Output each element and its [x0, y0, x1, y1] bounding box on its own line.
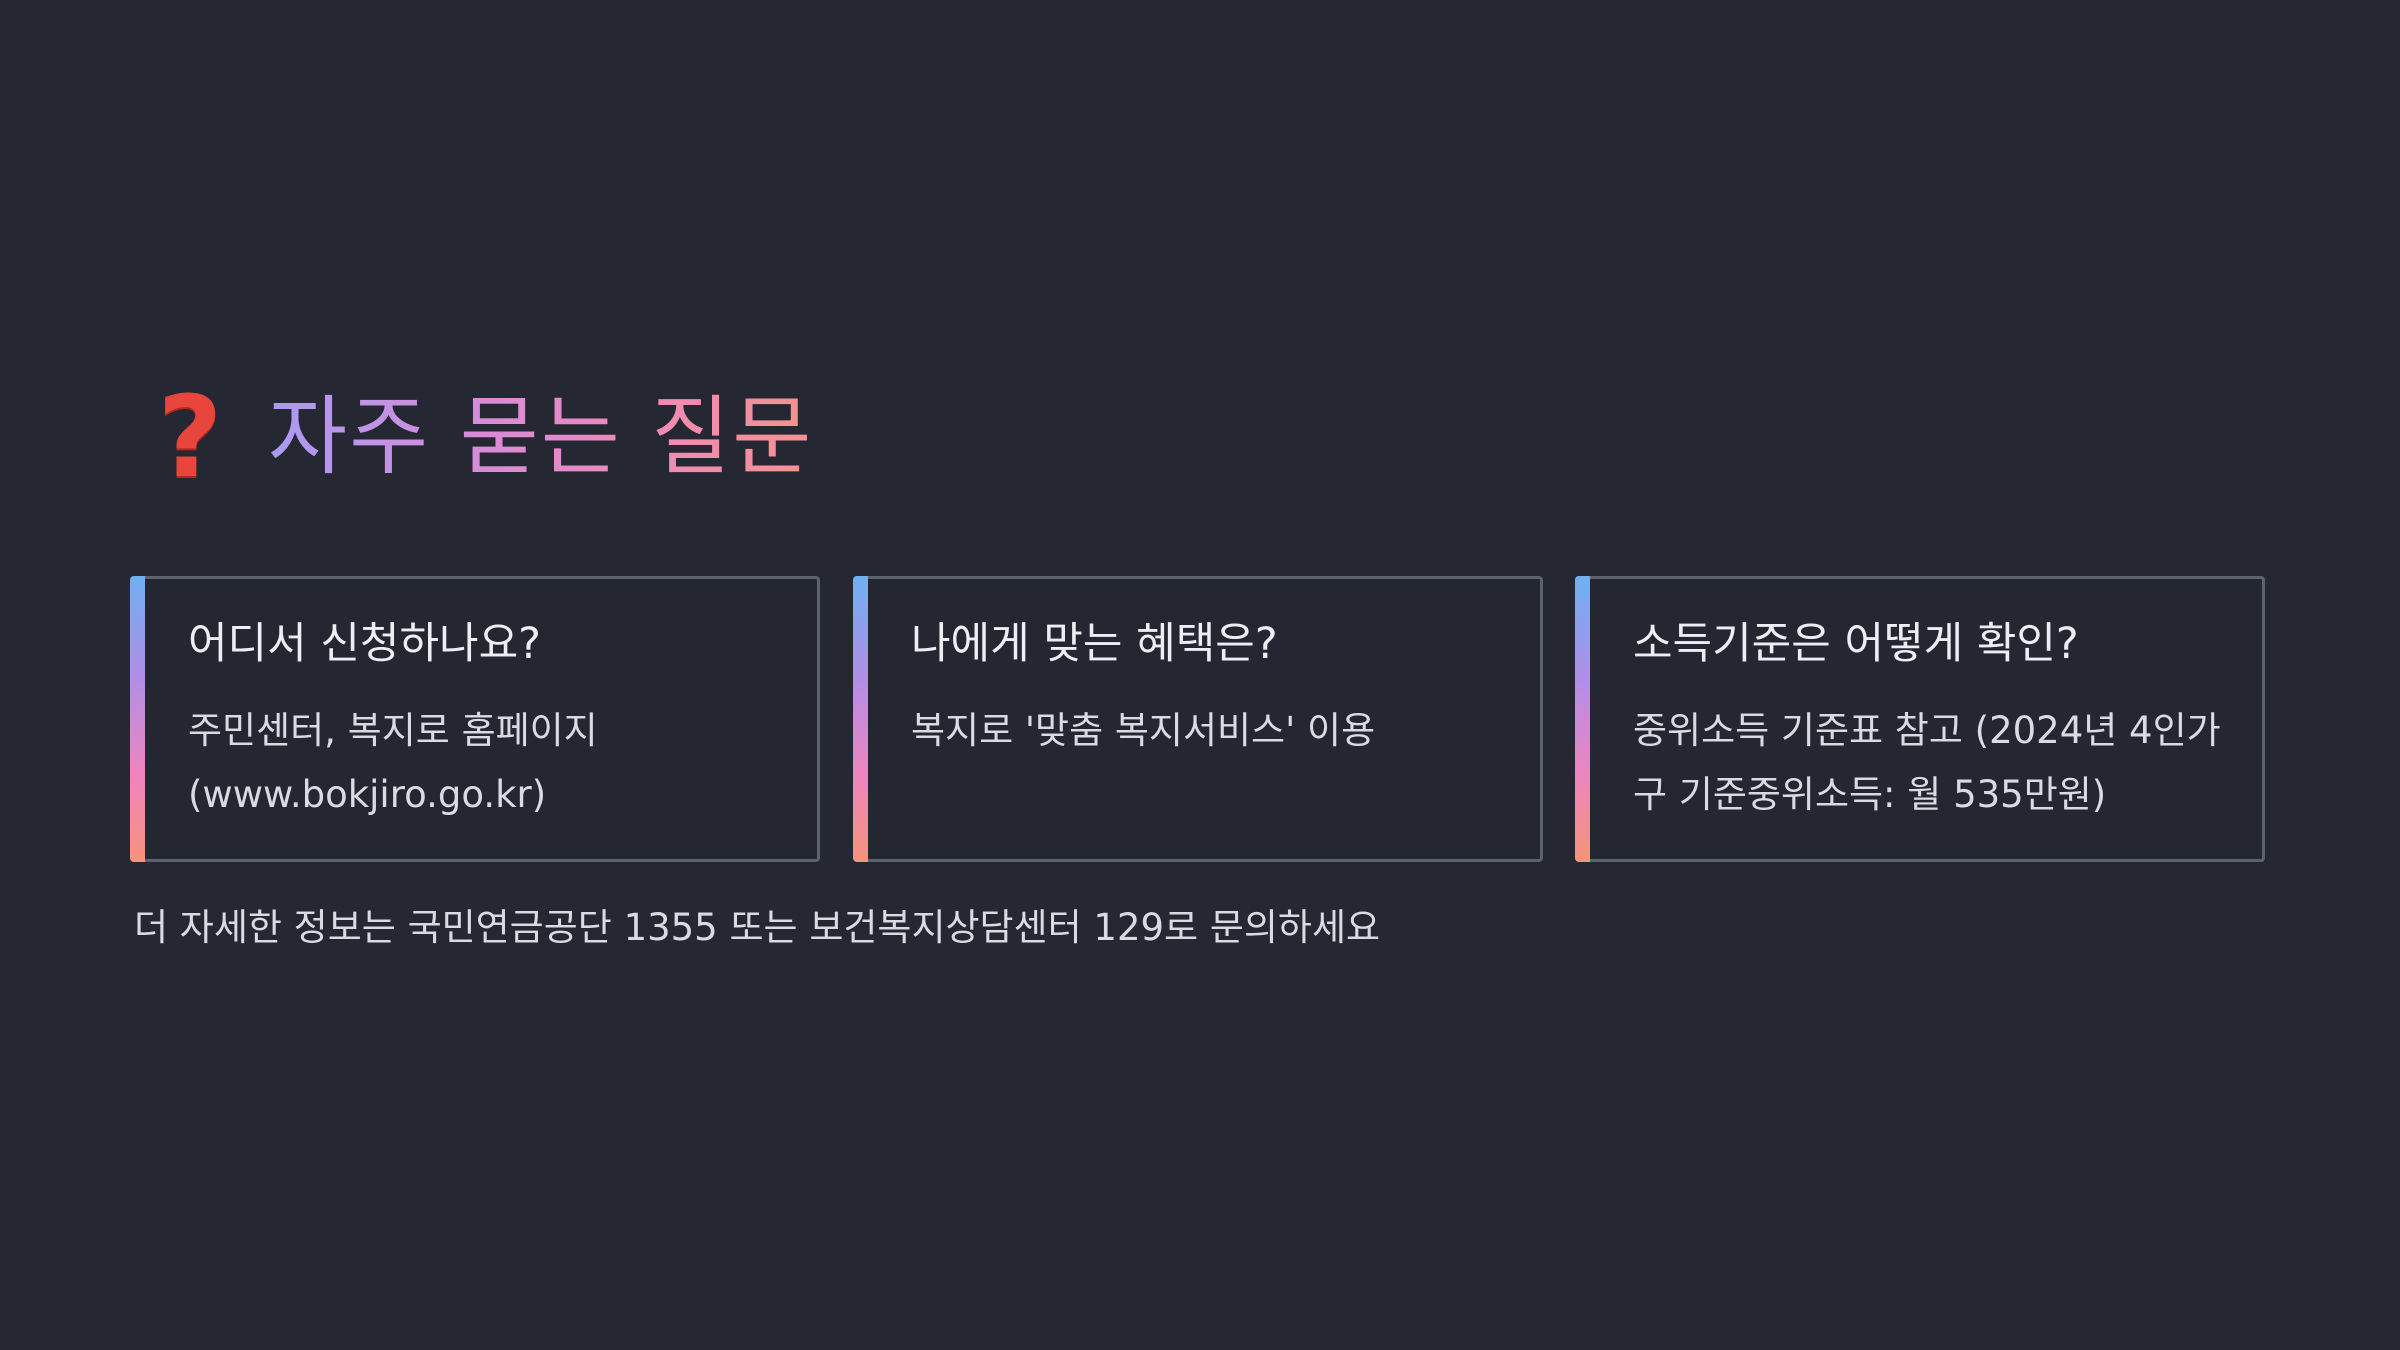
faq-card-benefits: 나에게 맞는 혜택은? 복지로 '맞춤 복지서비스' 이용 — [853, 576, 1543, 862]
slide-title: 자주 묻는 질문 — [268, 386, 813, 489]
card-accent-bar — [1575, 576, 1590, 862]
faq-card-apply: 어디서 신청하나요? 주민센터, 복지로 홈페이지 (www.bokjiro.g… — [130, 576, 820, 862]
slide-header: ? 자주 묻는 질문 — [148, 378, 813, 498]
faq-question: 소득기준은 어떻게 확인? — [1633, 619, 2079, 669]
contact-note: 더 자세한 정보는 국민연금공단 1355 또는 보건복지상담센터 129로 문… — [134, 906, 1381, 949]
faq-question: 어디서 신청하나요? — [188, 619, 541, 669]
faq-answer: 주민센터, 복지로 홈페이지 (www.bokjiro.go.kr) — [188, 709, 598, 816]
faq-answer: 중위소득 기준표 참고 (2024년 4인가구 기준중위소득: 월 535만원) — [1633, 709, 2221, 816]
faq-answer: 복지로 '맞춤 복지서비스' 이용 — [911, 709, 1376, 752]
faq-question: 나에게 맞는 혜택은? — [911, 619, 1278, 669]
card-accent-bar — [130, 576, 145, 862]
faq-cards: 어디서 신청하나요? 주민센터, 복지로 홈페이지 (www.bokjiro.g… — [130, 576, 2265, 862]
question-mark-icon: ? — [157, 373, 223, 503]
faq-card-income: 소득기준은 어떻게 확인? 중위소득 기준표 참고 (2024년 4인가구 기준… — [1575, 576, 2265, 862]
card-accent-bar — [853, 576, 868, 862]
